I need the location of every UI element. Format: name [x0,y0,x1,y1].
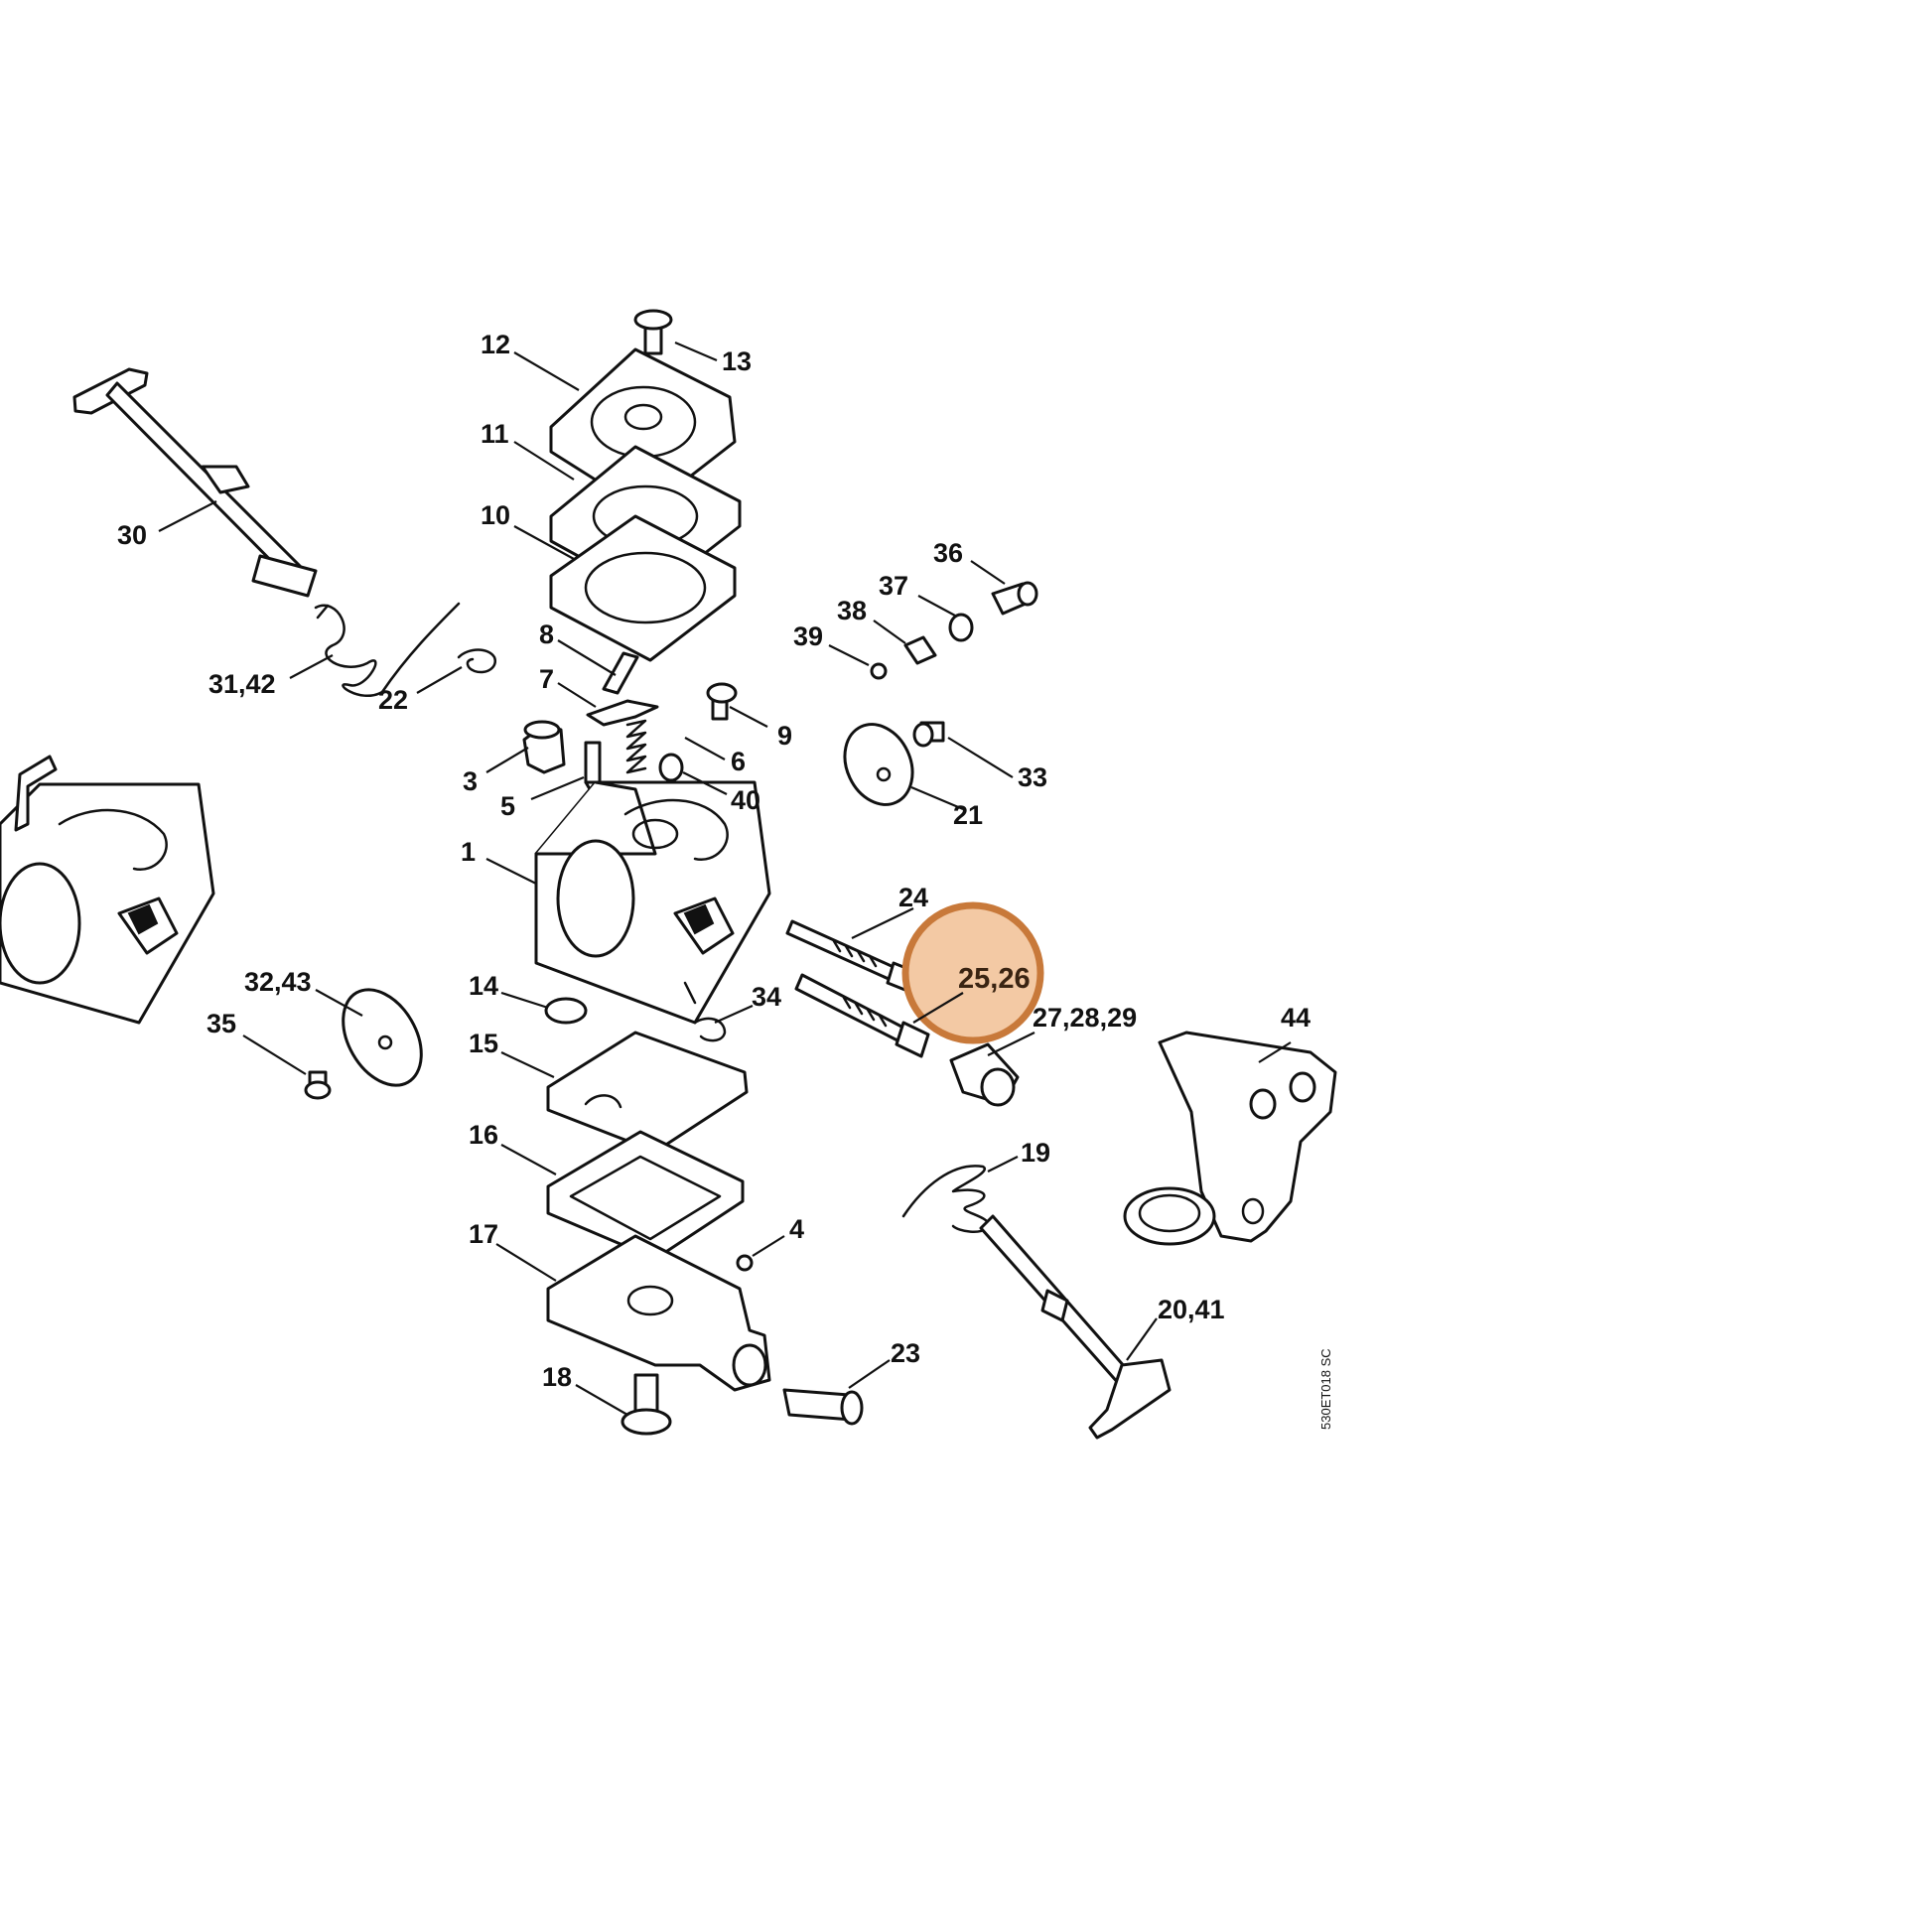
label-38: 38 [837,596,867,625]
label-34: 34 [752,982,781,1012]
label-25-26: 25,26 [958,963,1031,995]
label-22: 22 [378,685,408,715]
leader-lines [158,341,1292,1416]
label-17: 17 [469,1219,498,1249]
part-18-screw [621,1373,672,1436]
part-10-gasket-ring [584,551,707,624]
label-40: 40 [731,785,760,815]
part-34-clip [693,1017,727,1042]
part-40-cap [658,753,684,782]
part-19-spring [901,1165,990,1233]
label-6: 6 [731,747,746,776]
label-19: 19 [1021,1138,1050,1168]
label-21: 21 [953,800,983,830]
part-17-pump-cover [546,1234,771,1392]
part-1-carburetor-body [534,780,771,1025]
part-37-o-ring [948,613,974,642]
label-18: 18 [542,1362,572,1392]
part-38-spring [903,635,937,665]
part-16-gasket-inner [569,1155,722,1241]
label-16: 16 [469,1120,498,1150]
part-15-gasket-cutout [584,1094,622,1109]
label-5: 5 [500,791,515,821]
part-27-28-29-limiter-cap [949,1042,1020,1107]
part-30-choke-shaft [72,367,318,598]
part-22-clip [457,648,497,674]
part-44-bracket [1123,1031,1337,1246]
label-35: 35 [207,1009,236,1038]
part-15-gasket [546,1031,749,1154]
part-20-41-throttle-shaft [979,1214,1172,1440]
part-9-screw [706,682,738,721]
part-36-sleeve [991,581,1038,616]
label-14: 14 [469,971,498,1001]
label-1: 1 [461,837,476,867]
part-carburetor-body-assembled [0,755,215,1025]
label-24: 24 [898,883,928,912]
part-33-screw [912,721,945,748]
part-31-42-spring [314,602,461,698]
label-11: 11 [481,419,509,449]
label-9: 9 [777,721,792,751]
part-10-gasket [549,514,737,662]
part-13-screw [633,309,673,355]
part-3-plug [522,720,566,774]
label-7: 7 [539,664,554,694]
part-12-cover [549,347,737,513]
part-23-screw [782,1388,864,1426]
label-33: 33 [1018,762,1047,792]
label-27-28-29: 27,28,29 [1033,1003,1137,1033]
label-3: 3 [463,766,478,796]
label-30: 30 [117,520,147,550]
part-21-plate [843,723,914,806]
part-16-gasket [546,1130,745,1261]
label-23: 23 [891,1338,920,1368]
label-13: 13 [722,346,752,376]
label-44: 44 [1281,1003,1311,1033]
label-31-42: 31,42 [208,669,276,699]
label-12: 12 [481,330,510,359]
label-39: 39 [793,621,823,651]
label-4: 4 [789,1214,804,1244]
label-8: 8 [539,620,554,649]
part-32-43-plate-hole [377,1035,393,1050]
part-7-lever [586,699,659,727]
part-4-ball [736,1254,754,1272]
label-10: 10 [481,500,510,530]
part-39-ball [870,662,888,680]
part-25-26-adjusting-screw [794,973,930,1058]
label-36: 36 [933,538,963,568]
label-20-41: 20,41 [1158,1295,1225,1324]
part-12-cover-boss [623,403,663,431]
label-15: 15 [469,1029,498,1058]
part-8-pin [602,651,639,695]
label-37: 37 [879,571,908,601]
part-14-screen [544,997,588,1025]
part-6-spring [625,719,647,774]
drawing-code: 530ET018 SC [1318,1348,1333,1430]
part-35-screw [304,1070,332,1100]
label-32-43: 32,43 [244,967,312,997]
